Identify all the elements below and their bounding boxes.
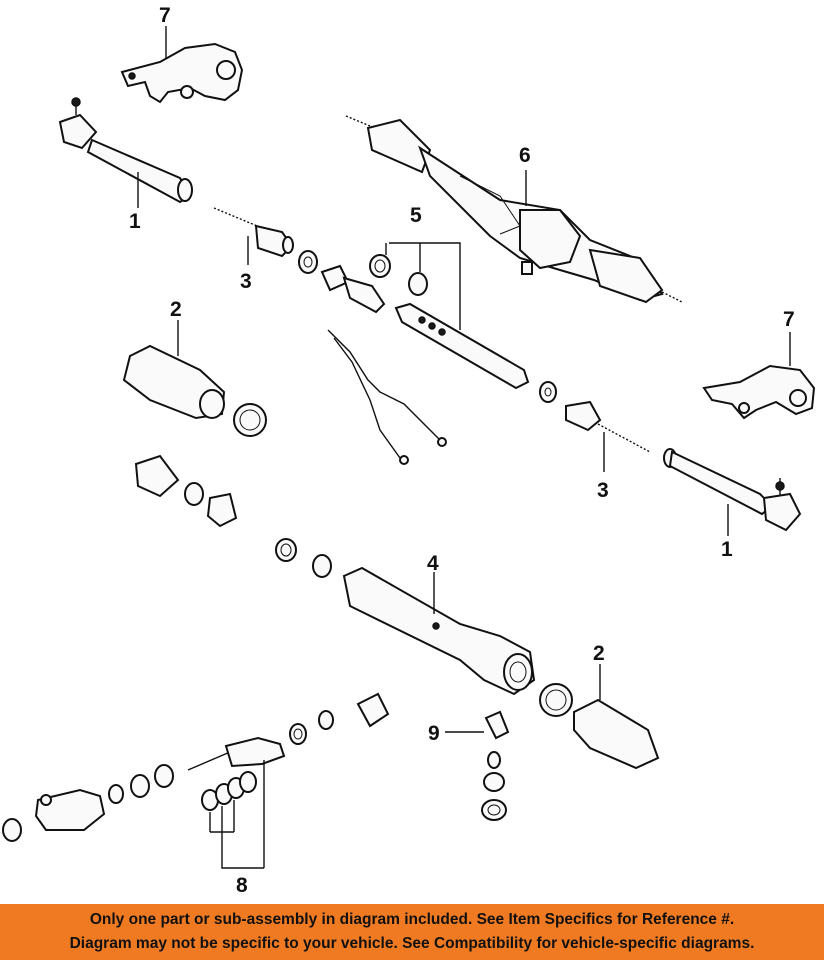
control-valve-housing xyxy=(2,764,174,842)
part-3-inner-tie-rod-upper xyxy=(213,207,294,258)
callout-7-upper: 7 xyxy=(159,4,171,27)
part-3-inner-tie-rod-lower xyxy=(565,400,651,453)
callout-7-lower: 7 xyxy=(783,308,795,331)
part-9-rack-guide xyxy=(481,710,510,821)
washer-lower-left xyxy=(275,538,332,578)
callout-3-lower: 3 xyxy=(597,479,609,502)
part-7-knuckle-arm-lower xyxy=(702,364,816,420)
seal-set-left xyxy=(134,454,238,528)
callout-6: 6 xyxy=(519,144,531,167)
callout-5: 5 xyxy=(410,204,422,227)
callout-8: 8 xyxy=(236,874,248,897)
part-6-rack-assembly xyxy=(345,115,683,304)
callout-3-upper: 3 xyxy=(240,270,252,293)
washer-upper xyxy=(298,250,318,274)
callout-2-lower: 2 xyxy=(593,642,605,665)
washer-right xyxy=(539,381,557,403)
part-7-knuckle-arm-upper xyxy=(120,42,244,104)
pinion-shaft xyxy=(187,736,286,771)
part-4-rack-housing xyxy=(342,566,536,696)
pressure-lines xyxy=(327,329,447,465)
callout-1-upper: 1 xyxy=(129,210,141,233)
callout-1-lower: 1 xyxy=(721,538,733,561)
disclaimer-line-2: Diagram may not be specific to your vehi… xyxy=(69,935,755,952)
valve-housing-parts xyxy=(289,692,390,745)
bushing-upper xyxy=(320,264,386,314)
steering-rack-exploded-diagram: 7 1 3 5 xyxy=(2,4,816,897)
callout-4: 4 xyxy=(427,552,439,575)
part-8-seal-rings xyxy=(201,771,257,811)
part-2-boot-upper xyxy=(122,344,267,437)
disclaimer-banner: Only one part or sub-assembly in diagram… xyxy=(0,904,824,960)
disclaimer-line-1: Only one part or sub-assembly in diagram… xyxy=(89,911,735,928)
rack-bar xyxy=(394,302,530,390)
part-1-tie-rod-upper xyxy=(58,97,193,204)
part-1-tie-rod-lower xyxy=(663,448,802,532)
part-5-bushing-pair xyxy=(369,254,428,296)
part-2-boot-lower xyxy=(539,683,660,770)
callout-2-upper: 2 xyxy=(170,298,182,321)
callout-9: 9 xyxy=(428,722,440,745)
